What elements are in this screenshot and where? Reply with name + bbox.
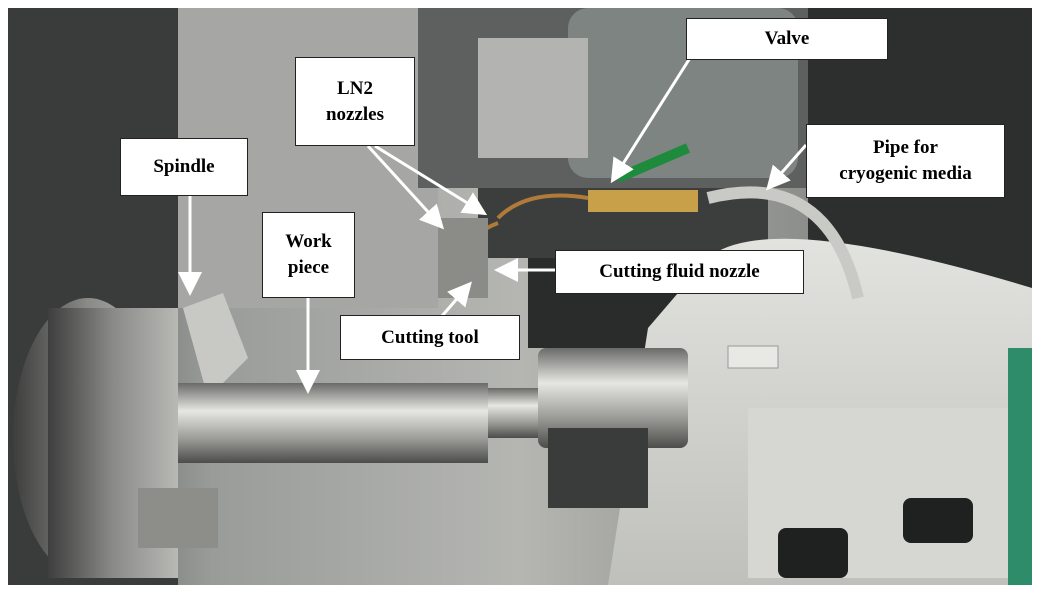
workpiece-text-2: piece: [287, 257, 330, 278]
ln2-nozzles-label: LN2 nozzles: [295, 57, 415, 146]
pipe-text-2: cryogenic media: [839, 163, 972, 184]
valve-text: Valve: [764, 28, 810, 50]
ln2-arrow-2: [374, 144, 488, 216]
workpiece-text-1: Work: [285, 231, 332, 253]
ln2-arrow-1: [366, 144, 445, 230]
valve-arrow: [610, 57, 692, 184]
cutting-tool-label: Cutting tool: [340, 315, 520, 360]
pipe-text-1: Pipe for: [873, 137, 938, 159]
spindle-label: Spindle: [120, 138, 248, 196]
cutting-fluid-nozzle-label: Cutting fluid nozzle: [555, 250, 804, 294]
cutting-tool-arrow: [440, 281, 472, 317]
spindle-text: Spindle: [153, 156, 215, 178]
pipe-arrow: [766, 144, 808, 191]
cutting-fluid-text: Cutting fluid nozzle: [599, 261, 760, 283]
pipe-label: Pipe for cryogenic media: [806, 124, 1005, 198]
valve-label: Valve: [686, 18, 888, 60]
workpiece-label: Work piece: [262, 212, 355, 298]
ln2-text-1: LN2: [337, 77, 373, 99]
cutting-tool-text: Cutting tool: [381, 326, 479, 348]
ln2-text-2: nozzles: [325, 103, 385, 125]
